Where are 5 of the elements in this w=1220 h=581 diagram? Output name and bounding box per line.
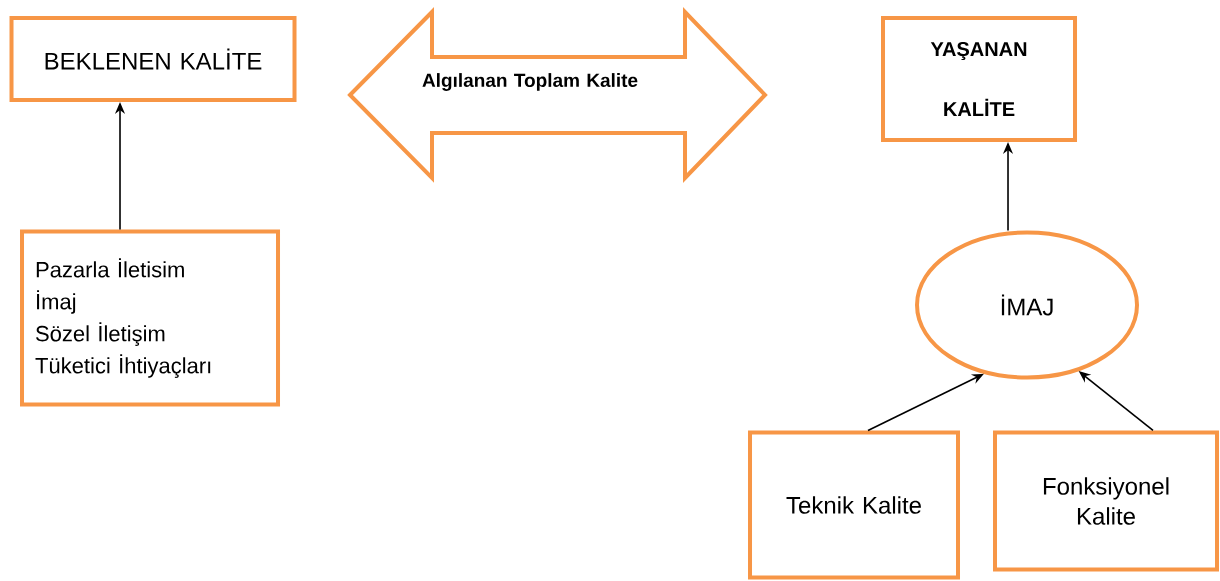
process-box: YAŞANAN KALİTE — [881, 16, 1077, 142]
process-box: Teknik Kalite — [748, 430, 960, 580]
process-box: Fonksiyonel Kalite — [993, 430, 1219, 572]
process-box: BEKLENEN KALİTE — [9, 16, 297, 102]
process-box: Pazarla İletisim İmaj Sözel İletişim Tüketici İhtiyaçları — [20, 229, 280, 407]
